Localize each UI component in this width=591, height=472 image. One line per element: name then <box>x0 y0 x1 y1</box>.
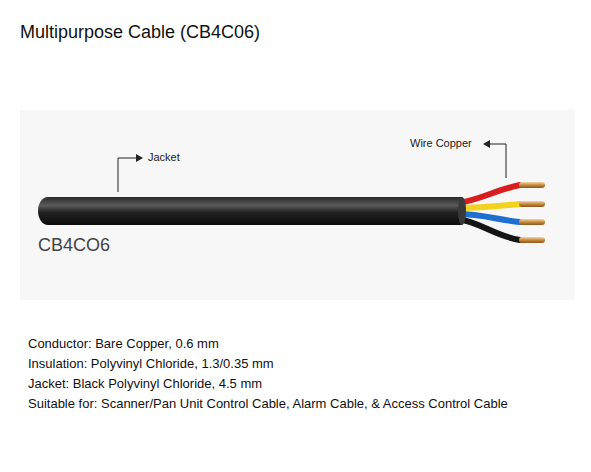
black-wire <box>458 219 520 240</box>
part-label: Jacket <box>148 151 180 164</box>
cable-jacket <box>38 197 462 225</box>
jacket-end <box>458 197 466 225</box>
spec-line: Insulation: Polyvinyl Chloride, 1.3/0.35… <box>28 356 274 372</box>
diagram-title: Multipurpose Cable (CB4C06) <box>20 22 260 44</box>
spec-line: Jacket: Black Polyvinyl Chloride, 4.5 mm <box>28 376 262 392</box>
arrowhead <box>136 154 143 162</box>
copper-tips <box>519 182 545 243</box>
yellow-wire <box>458 204 520 208</box>
spec-line: Suitable for: Scanner/Pan Unit Control C… <box>28 396 508 412</box>
cable-marking: CB4CO6 <box>38 235 110 257</box>
leader-line <box>118 158 136 192</box>
spec-line: Conductor: Bare Copper, 0.6 mm <box>28 336 219 352</box>
illustration-ground <box>20 110 575 300</box>
red-wire <box>458 185 520 203</box>
arrowhead <box>483 140 490 148</box>
part-label: Wire Copper <box>410 137 472 150</box>
leader-line <box>490 144 506 178</box>
wires <box>458 185 520 240</box>
